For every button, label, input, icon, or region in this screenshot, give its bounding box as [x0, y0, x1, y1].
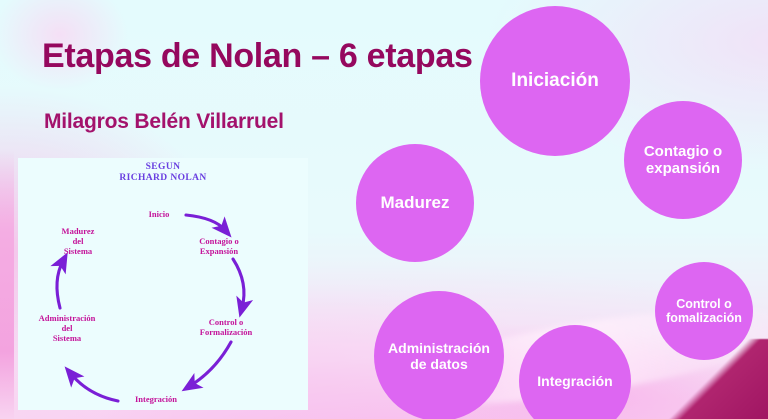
diagram-node-control: Control o Formalización [199, 317, 253, 337]
bubble-contagio: Contagio o expansión [624, 101, 742, 219]
diagram-heading: SEGUN RICHARD NOLAN [18, 162, 308, 184]
bubble-administracion: Administración de datos [374, 291, 504, 419]
author-name: Milagros Belén Villarruel [44, 110, 284, 133]
bubble-madurez: Madurez [356, 144, 474, 262]
diagram-node-madurez: Madurez del Sistema [61, 226, 95, 256]
nolan-cycle-diagram: SEGUN RICHARD NOLAN Inicio Contagio o Ex… [18, 158, 308, 410]
page-title: Etapas de Nolan – 6 etapas [42, 37, 473, 75]
bubble-control: Control o fomalización [655, 262, 753, 360]
diagram-heading-line-1: SEGUN [145, 162, 181, 172]
diagram-node-integracion: Integración [134, 394, 178, 404]
diagram-arrows [50, 213, 254, 403]
diagram-node-administracion: Administración del Sistema [38, 313, 96, 343]
diagram-node-contagio: Contagio o Expansión [199, 236, 239, 256]
bubble-iniciacion: Iniciación [480, 6, 630, 156]
bubble-integracion: Integración [519, 325, 631, 419]
diagram-node-inicio: Inicio [148, 209, 170, 219]
background-left-pink-strip [0, 150, 14, 419]
diagram-heading-line-2: RICHARD NOLAN [119, 173, 207, 183]
